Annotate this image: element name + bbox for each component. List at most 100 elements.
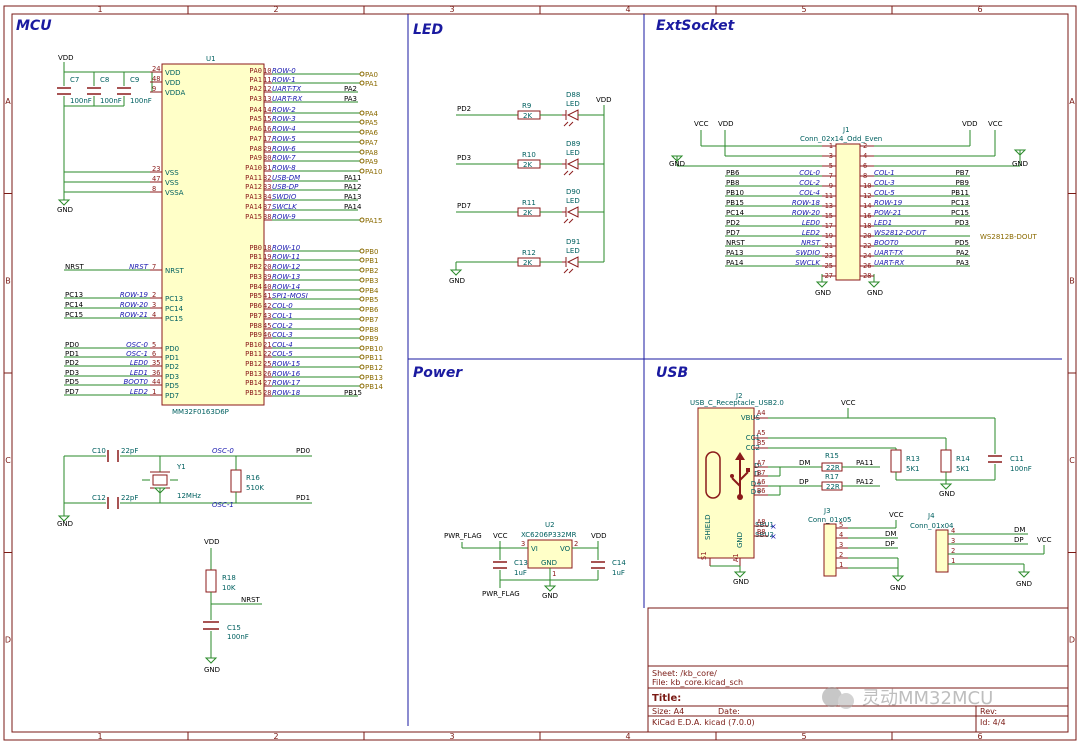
j1-pin-even: 14 (863, 202, 871, 210)
mcu-global-label: PB8 (365, 326, 378, 334)
ext-gnd-right: GND (1012, 160, 1028, 168)
usb-c-body (697, 407, 755, 559)
mcu-net-label: PA13 (344, 193, 361, 201)
j1-left-label: ROW-20 (792, 209, 821, 217)
r16-value: 510K (246, 484, 264, 492)
mcu-pin-number: 11 (263, 76, 271, 84)
mcu-pin-name: PA15 (245, 213, 262, 221)
usb-pin-b5: B5 (757, 439, 765, 447)
mcu-part-number: MM32F0163D6P (172, 408, 229, 416)
c14-value: 1uF (612, 569, 625, 577)
reset-circuit: VDD R18 10K NRST C15 100nF GND (203, 538, 262, 674)
j1-pin-odd: 13 (825, 202, 833, 210)
mcu-pin-number: 3 (152, 301, 156, 309)
mcu-pin-name: PC14 (165, 305, 184, 313)
j1-right-label: BOOT0 (874, 239, 899, 247)
j3-pin-number: 5 (839, 521, 843, 529)
usb-section: J2 USB_C_Receptacle_USB2.0 VBUS CC1 CC2 … (690, 392, 1052, 592)
mcu-left-net: PD5 (65, 378, 79, 386)
j1-left-net: PD7 (726, 229, 740, 237)
global-label-connector (359, 248, 365, 254)
mcu-right-label: UART-TX (272, 85, 301, 93)
mcu-pin-name: PA11 (245, 174, 262, 182)
led-value: LED (566, 149, 580, 157)
global-label-connector (359, 364, 365, 370)
mcu-right-label: ROW-3 (272, 115, 296, 123)
usb-pin-a4: A4 (757, 409, 765, 417)
mcu-global-label: PB5 (365, 296, 378, 304)
j1-right-label: POW-21 (874, 209, 902, 217)
mcu-pin-name: VDDA (165, 89, 185, 97)
j1-right-net: PD5 (955, 239, 969, 247)
led-diode-icon (566, 256, 579, 268)
mcu-net-label: PB15 (344, 389, 362, 397)
mcu-pin-name: PB13 (245, 370, 262, 378)
title-kicad: KiCad E.D.A. kicad (7.0.0) (652, 718, 755, 727)
global-label-connector (359, 267, 365, 273)
j1-right-net: PB11 (951, 189, 969, 197)
mcu-pin-number: 30 (263, 154, 271, 162)
mcu-net-label: PA2 (344, 85, 357, 93)
usb-pin-a5: A5 (757, 429, 765, 437)
j3-ref: J3 (823, 507, 831, 515)
mcu-global-label: PB13 (365, 374, 383, 382)
mcu-right-label: ROW-8 (272, 164, 296, 172)
mcu-pin-name: PB4 (249, 283, 262, 291)
col-tick-bottom: 2 (273, 732, 278, 741)
mcu-pin-number: 6 (152, 350, 156, 358)
col-tick-bottom: 1 (97, 732, 102, 741)
usb-pa11-net: PA11 (856, 459, 873, 467)
power-section: PWR_FLAG VCC C13 1uF PWR_FLAG U2 XC6206P… (444, 521, 626, 600)
j1-left-net: PA13 (726, 249, 743, 257)
mcu-global-label: PA7 (365, 139, 378, 147)
led-vdd-label: VDD (596, 96, 612, 104)
mcu-pin-number: 4 (152, 311, 156, 319)
ldo-gnd-pin: GND (541, 559, 557, 567)
j1-part: Conn_02x14_Odd_Even (800, 135, 882, 143)
title-sheet: Sheet: /kb_core/ (652, 669, 717, 678)
j1-connector-body (835, 143, 861, 281)
mcu-pin-name: PD2 (165, 363, 179, 371)
reset-gnd-label: GND (204, 666, 220, 674)
j1-pin-even: 26 (863, 262, 871, 270)
global-label-connector (359, 149, 365, 155)
j1-right-net: PB9 (956, 179, 969, 187)
j1-pin-even: 2 (863, 142, 867, 150)
mcu-left-label: ROW-19 (120, 291, 149, 299)
mcu-pin-number: 7 (152, 263, 156, 271)
mcu-pin-name: NRST (165, 267, 185, 275)
mcu-pin-number: 42 (263, 302, 271, 310)
pwr-flag-top: PWR_FLAG (444, 532, 482, 540)
mcu-right-label: COL-4 (272, 341, 293, 349)
row-tick-right: D (1069, 635, 1075, 644)
j1-right-net: PC15 (951, 209, 969, 217)
mcu-pin-number: 40 (263, 283, 271, 291)
global-label-connector (359, 71, 365, 77)
mcu-right-label: USB-DP (272, 183, 299, 191)
global-label-connector (359, 129, 365, 135)
ext-gnd-left: GND (669, 160, 685, 168)
mcu-pin-name: PC13 (165, 295, 183, 303)
mcu-left-net: PD3 (65, 369, 79, 377)
j1-right-label: COL-1 (874, 169, 895, 177)
mcu-right-label: UART-RX (272, 95, 302, 103)
j4-pin-number: 4 (951, 527, 955, 535)
mcu-pin-name: PA0 (249, 67, 262, 75)
global-label-connector (359, 345, 365, 351)
mcu-pin-number: 10 (263, 67, 271, 75)
mcu-pin-number: 44 (152, 378, 160, 386)
mcu-pin-number: 24 (152, 65, 160, 73)
mcu-right-label: ROW-5 (272, 135, 296, 143)
j1-left-net: PB8 (726, 179, 739, 187)
led-resistor-value: 2K (523, 209, 532, 217)
led-ref: D88 (566, 91, 580, 99)
section-title-extsocket: ExtSocket (656, 18, 736, 34)
led-resistor-value: 2K (523, 259, 532, 267)
gnd-label: GND (57, 206, 73, 214)
mcu-left-label: LED0 (130, 359, 149, 367)
power-vcc-label: VCC (493, 532, 508, 540)
decoupling-cap-value: 100nF (70, 97, 92, 105)
